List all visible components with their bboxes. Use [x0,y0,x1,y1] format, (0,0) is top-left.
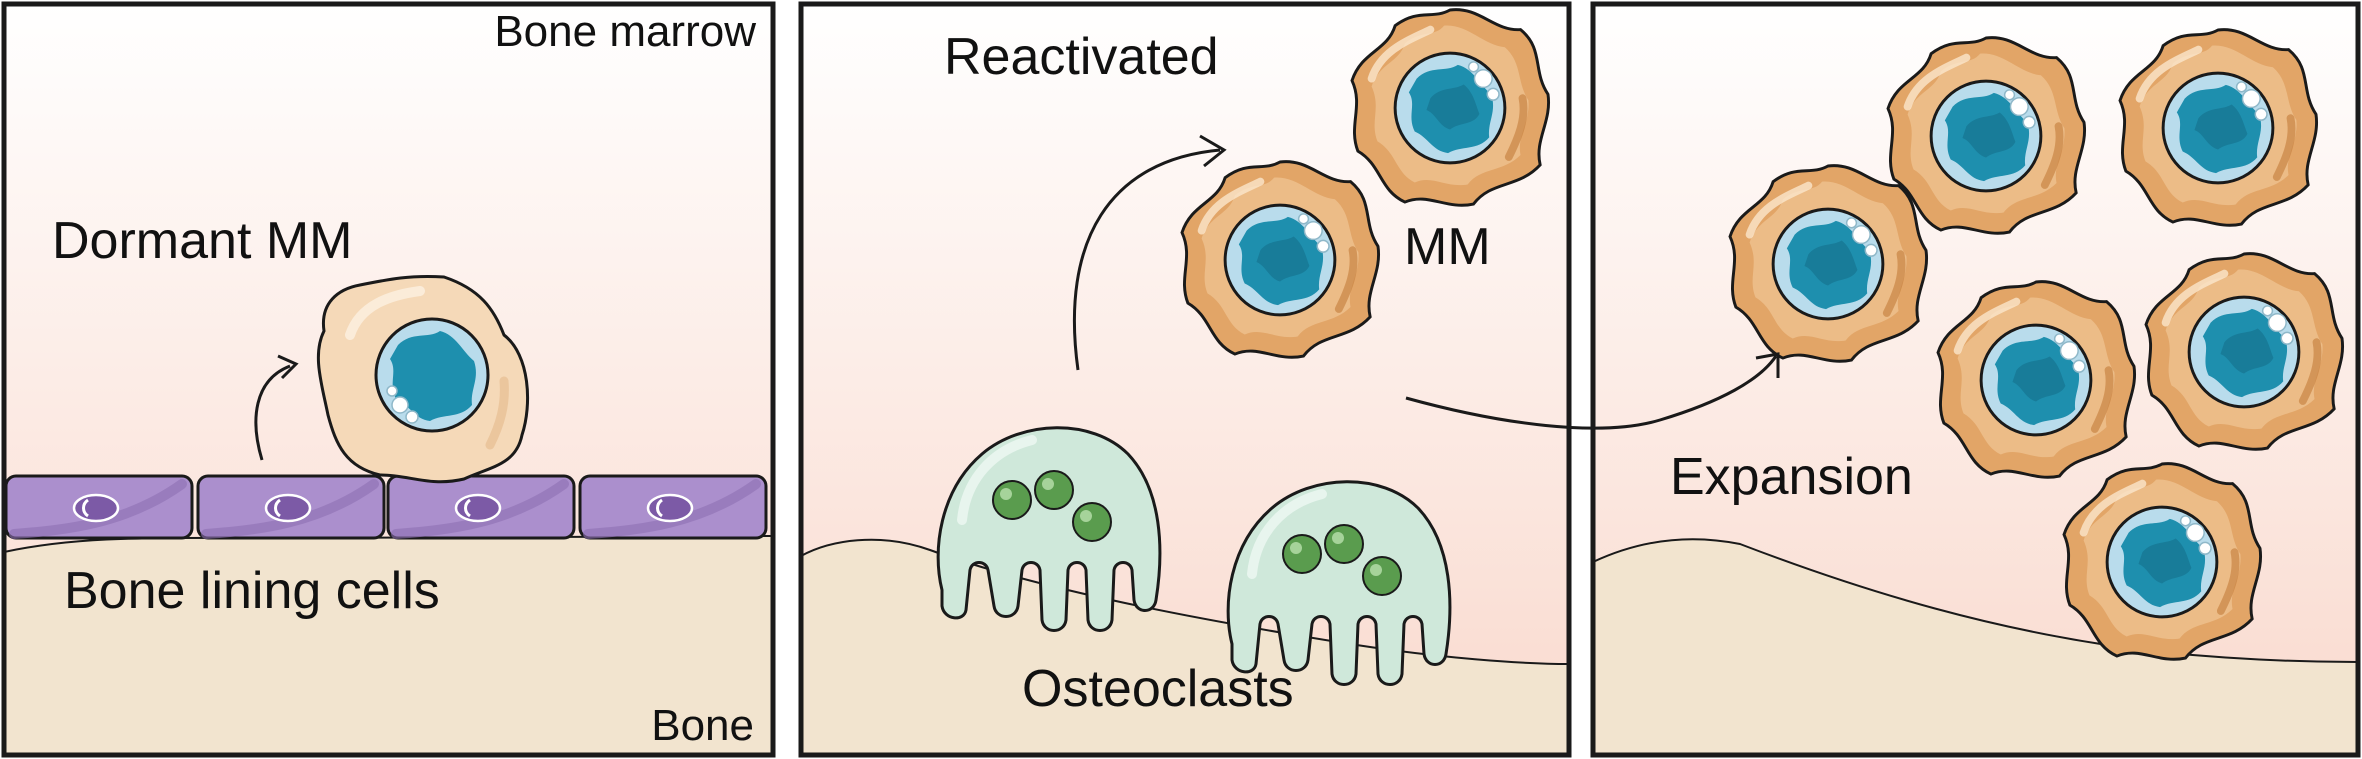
label-bone-marrow: Bone marrow [494,7,756,56]
label-expansion: Expansion [1670,448,1913,506]
label-osteoclasts: Osteoclasts [1022,660,1294,718]
panel-dormant: Bone marrow Dormant MM Bone lining cells… [4,4,773,755]
label-bone-lining-cells: Bone lining cells [64,562,440,620]
panel-expansion-border [1590,1,2361,758]
panel-reactivated: Reactivated MM Osteoclasts [801,4,1569,755]
dormant-mm-cell [316,274,530,484]
bone-surface [1593,538,2358,755]
panel-dormant-border [1,1,776,758]
label-mm: MM [1404,218,1491,276]
label-dormant-mm: Dormant MM [52,212,352,270]
reactivated-arrow [1073,134,1227,371]
panel-reactivated-border [798,1,1572,758]
label-reactivated: Reactivated [944,28,1219,86]
panel-expansion: Expansion [1593,4,2358,755]
expansion-arrow [1405,352,1780,430]
label-bone: Bone [651,701,754,750]
dormant-arrow [254,354,299,461]
